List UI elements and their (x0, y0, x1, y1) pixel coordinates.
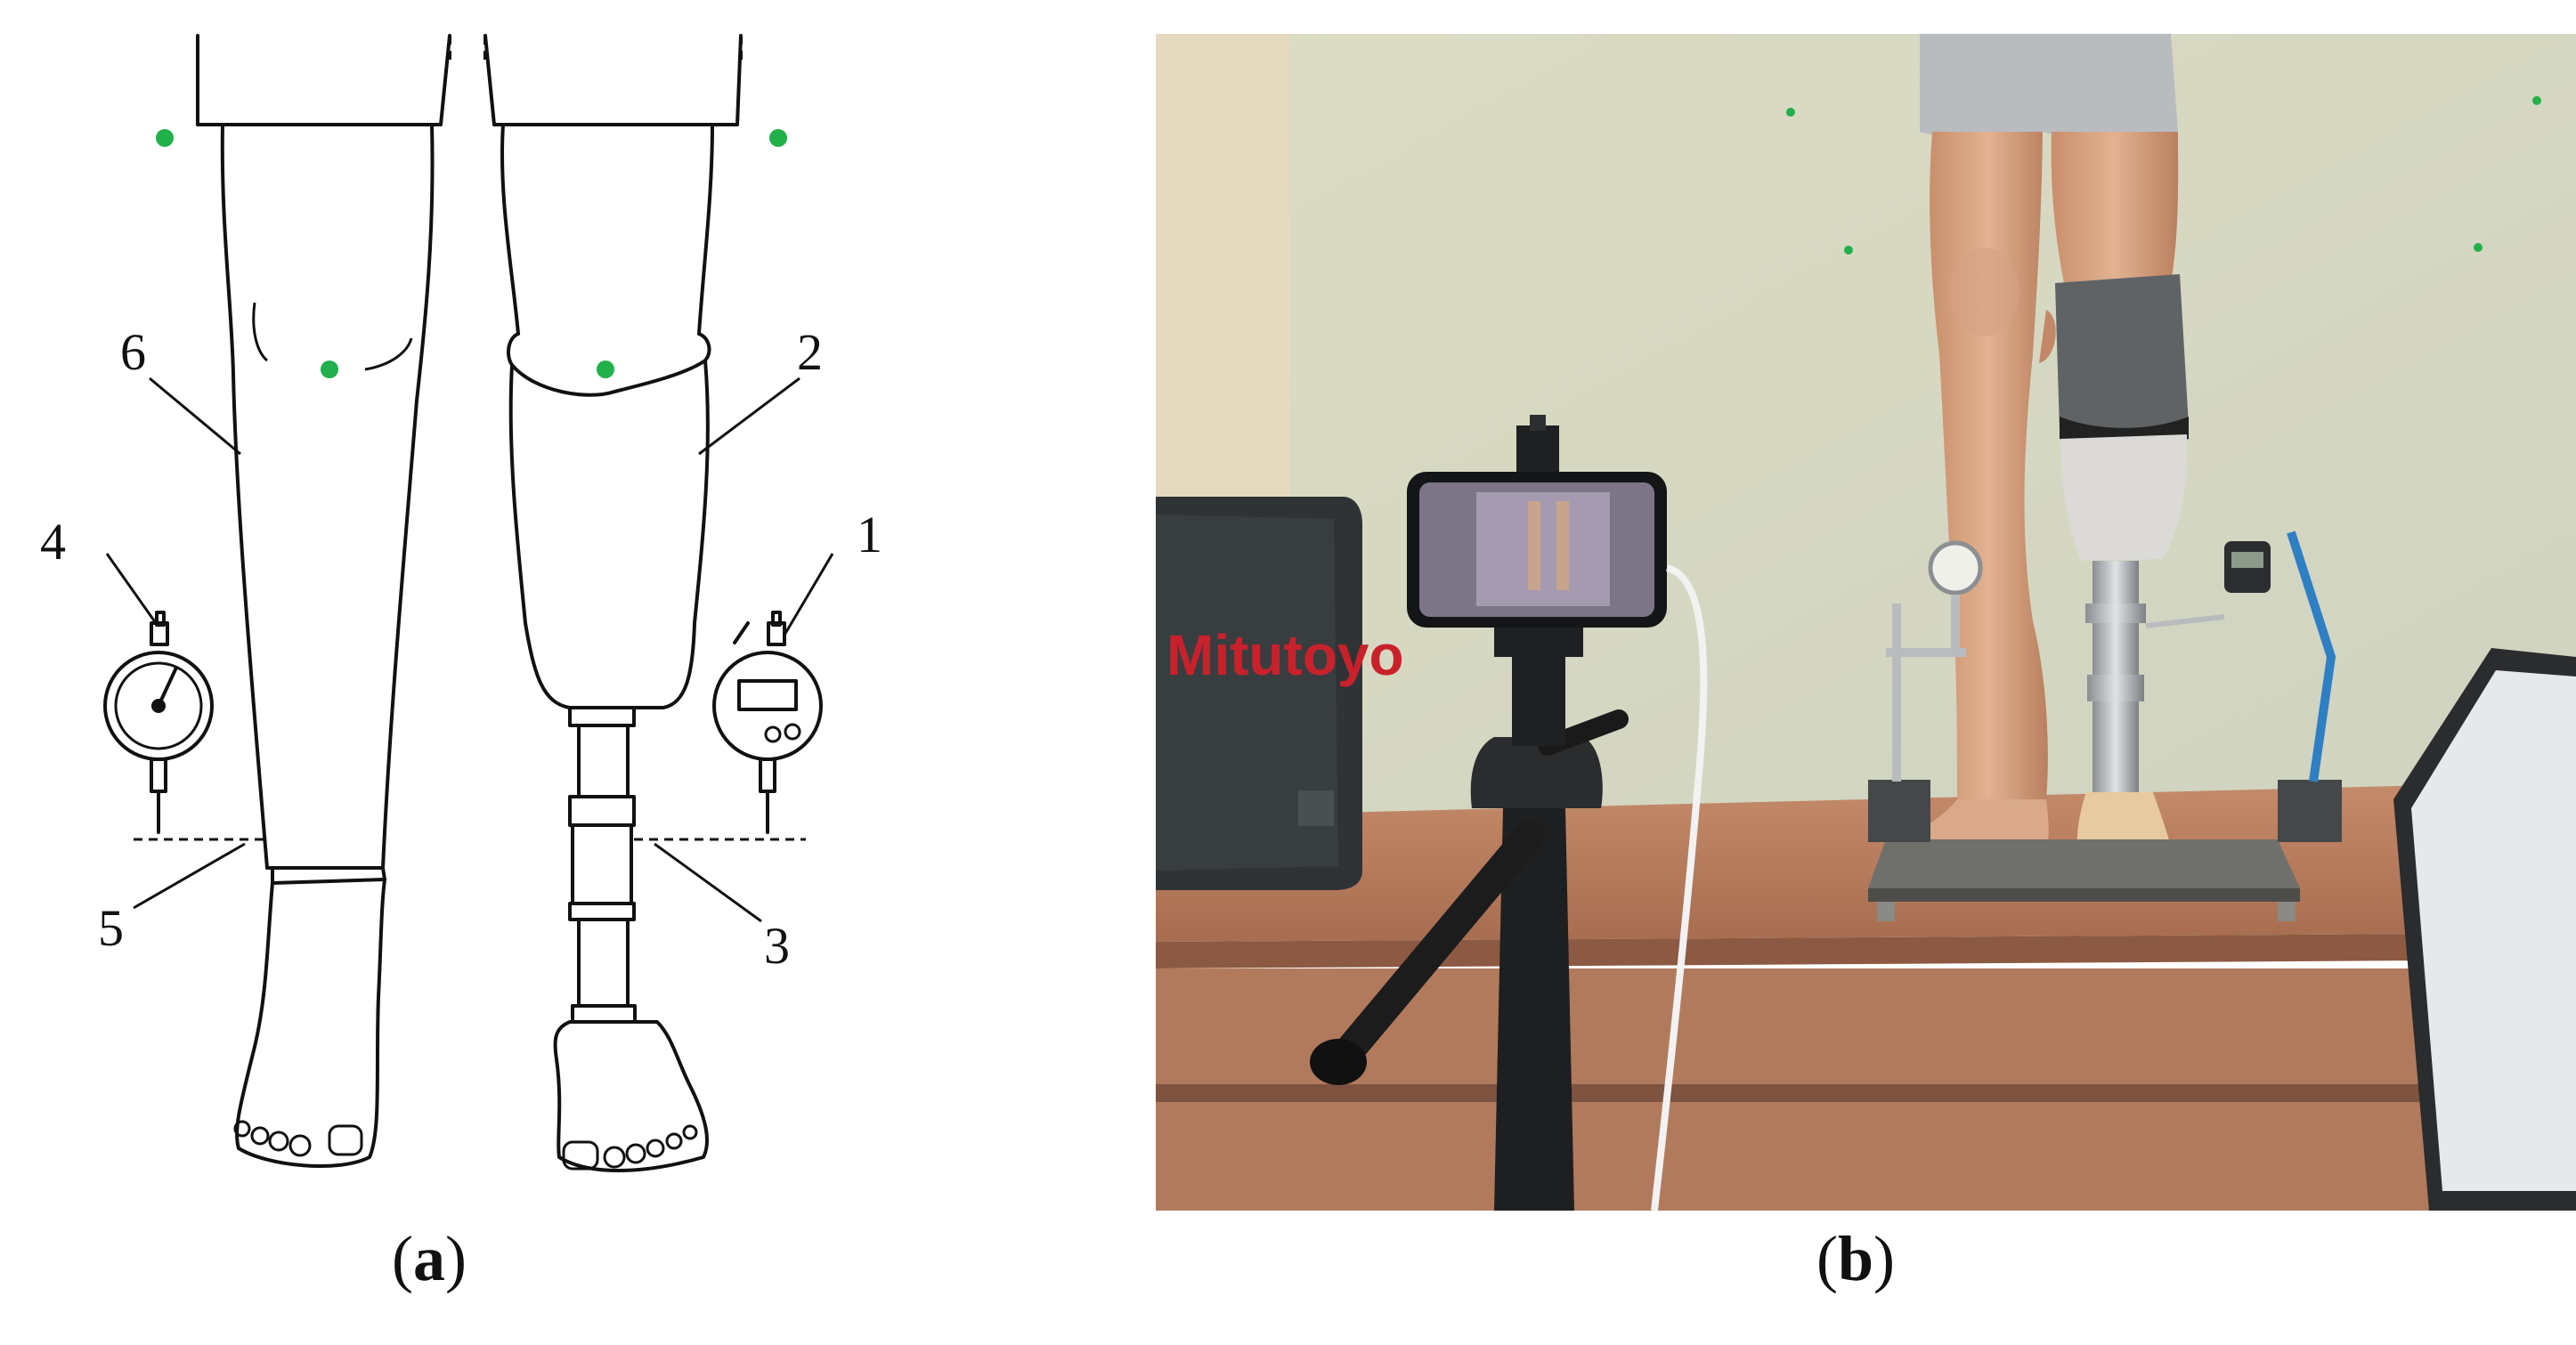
digital-indicator-stand (2145, 531, 2342, 842)
caption-b-open: ( (1816, 1223, 1838, 1294)
case-logo: Mitutoyo (1166, 623, 1404, 687)
marker-prosthetic-knee (597, 361, 614, 378)
prosthetic-liner (2055, 274, 2189, 441)
label-6: 6 (120, 323, 146, 381)
smartphone (1407, 472, 1667, 628)
laptop (2393, 648, 2576, 1211)
caption-b-close: ) (1873, 1223, 1896, 1294)
leader-lines (105, 377, 834, 923)
marker-right-hip (769, 129, 787, 147)
wall-trim (1156, 34, 1289, 497)
label-2: 2 (797, 323, 823, 381)
baseplate (1868, 839, 2300, 921)
prosthetic-socket (2060, 434, 2188, 561)
label-3: 3 (764, 917, 790, 975)
caption-a: (a) (392, 1227, 467, 1291)
table (1156, 782, 2576, 1211)
equipment-case: Mitutoyo (1156, 497, 1404, 890)
leg-diagram-svg: 1 2 3 4 5 6 (40, 34, 882, 1172)
caption-a-letter: a (412, 1223, 445, 1294)
panel-b-photo: Mitutoyo (1156, 34, 2576, 1211)
panel-a-diagram: 1 2 3 4 5 6 (0, 0, 1158, 1341)
label-4: 4 (40, 513, 66, 571)
marker-natural-knee (321, 361, 338, 378)
natural-leg-toes (233, 1120, 363, 1157)
label-1: 1 (857, 506, 882, 563)
dial-indicator-stand (1868, 540, 1983, 842)
mannequin-shorts (1920, 34, 2178, 140)
caption-a-open: ( (392, 1223, 413, 1294)
caption-a-close: ) (444, 1223, 467, 1294)
marker-left-hip (156, 129, 174, 147)
charging-cable (1651, 564, 1708, 1211)
caption-b-letter: b (1837, 1223, 1874, 1294)
shorts (196, 34, 743, 126)
caption-b: (b) (1816, 1227, 1895, 1291)
natural-leg (220, 123, 435, 1169)
reference-markers (156, 129, 787, 378)
experiment-photo-svg: Mitutoyo (1156, 34, 2576, 1211)
tripod (1310, 709, 1629, 1211)
label-5: 5 (98, 899, 124, 957)
digital-indicator (712, 611, 823, 834)
analog-dial-indicator (103, 611, 214, 834)
prosthetic-leg (500, 123, 714, 1172)
mannequin-prosthetic-leg (2051, 132, 2189, 882)
wall (1156, 34, 2576, 817)
prosthetic-foot-toes (562, 1124, 698, 1171)
